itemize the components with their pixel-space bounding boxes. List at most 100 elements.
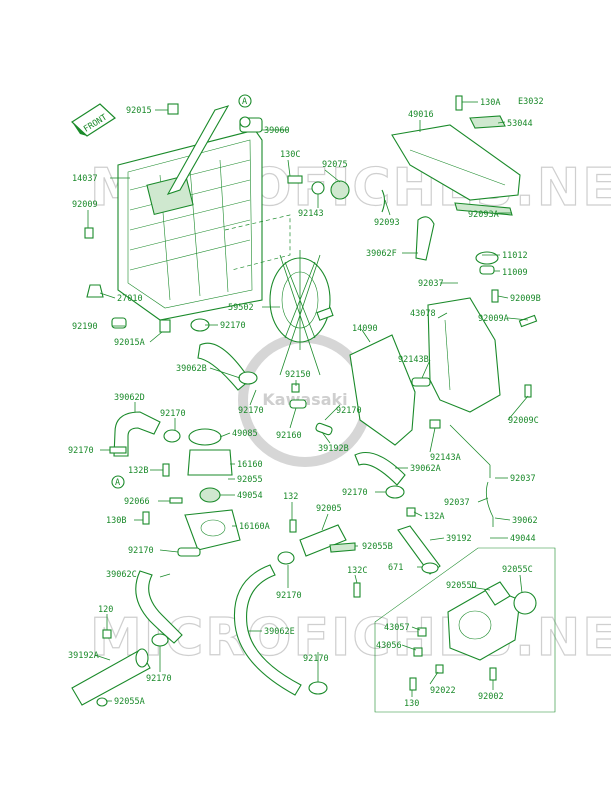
pipe-39192 bbox=[397, 525, 441, 575]
ref-a-bottom-label: A bbox=[115, 478, 120, 488]
part-132-bolt bbox=[289, 519, 297, 533]
label-92037-b: 92037 bbox=[510, 474, 536, 484]
label-39062d: 39062D bbox=[114, 393, 145, 403]
part-92143-collar bbox=[311, 181, 325, 195]
hose-39062f bbox=[415, 216, 435, 261]
thermostat-housing bbox=[184, 428, 241, 551]
label-92170-h: 92170 bbox=[276, 591, 302, 601]
label-49054: 49054 bbox=[237, 491, 263, 501]
label-43057: 43057 bbox=[384, 623, 410, 633]
part-92170-pipe bbox=[177, 547, 201, 557]
clamp-92170-g bbox=[385, 485, 405, 499]
label-92093a: 92093A bbox=[468, 210, 499, 220]
hose-39062e bbox=[233, 564, 302, 696]
clamp-92170-j bbox=[308, 681, 328, 695]
label-92170-a: 92170 bbox=[220, 321, 246, 331]
fitting-92005 bbox=[299, 524, 347, 557]
label-92037-c: 92037 bbox=[444, 498, 470, 508]
part-92022-washer bbox=[435, 664, 444, 674]
part-92093-trim bbox=[381, 189, 386, 213]
label-11012: 11012 bbox=[502, 251, 528, 261]
label-49044: 49044 bbox=[510, 534, 536, 544]
label-671: 671 bbox=[388, 563, 403, 573]
clamp-92170-c bbox=[109, 446, 127, 454]
clamp-92170-d bbox=[163, 429, 181, 443]
label-92093: 92093 bbox=[374, 218, 400, 228]
label-43056: 43056 bbox=[376, 641, 402, 651]
label-92005: 92005 bbox=[316, 504, 342, 514]
part-132c-bolt bbox=[353, 582, 361, 598]
label-39192b: 39192B bbox=[318, 444, 349, 454]
part-92009a-bolt bbox=[518, 314, 538, 328]
label-92160: 92160 bbox=[276, 431, 302, 441]
part-53044-pad bbox=[469, 115, 506, 129]
label-92170-c: 92170 bbox=[336, 406, 362, 416]
leader-lines bbox=[87, 101, 529, 702]
clamp-92170-i bbox=[151, 633, 169, 647]
label-92170-e: 92170 bbox=[68, 446, 94, 456]
label-39192: 39192 bbox=[446, 534, 472, 544]
label-92009b: 92009B bbox=[510, 294, 541, 304]
part-92190-grommet bbox=[111, 317, 127, 329]
label-92055a: 92055A bbox=[114, 697, 145, 707]
label-39192a: 39192A bbox=[68, 651, 99, 661]
label-39060: 39060 bbox=[264, 126, 290, 136]
part-92150-bolt bbox=[291, 383, 300, 393]
label-92009c: 92009C bbox=[508, 416, 539, 426]
shroud-14090 bbox=[349, 334, 416, 446]
label-14037: 14037 bbox=[72, 174, 98, 184]
ref-a-top bbox=[238, 94, 252, 108]
label-132b: 132B bbox=[128, 466, 148, 476]
label-92143a: 92143A bbox=[430, 453, 461, 463]
part-92143a-collar bbox=[429, 419, 441, 429]
label-132: 132 bbox=[283, 492, 298, 502]
part-130b-bolt bbox=[142, 511, 150, 525]
label-16160: 16160 bbox=[237, 460, 263, 470]
label-92002: 92002 bbox=[478, 692, 504, 702]
part-labels: 92015 14037 92009 27010 92190 92015A 390… bbox=[68, 98, 541, 709]
part-92015a-clip bbox=[159, 319, 171, 333]
fan-assembly bbox=[269, 250, 334, 376]
part-132a-bolt bbox=[406, 507, 416, 517]
label-92055c: 92055C bbox=[502, 565, 533, 575]
label-130c: 130C bbox=[280, 150, 300, 160]
label-39062: 39062 bbox=[512, 516, 538, 526]
part-130a-bolt bbox=[455, 95, 463, 111]
part-130c-bolt bbox=[287, 175, 303, 184]
part-27010-switch bbox=[86, 284, 104, 298]
label-11009: 11009 bbox=[502, 268, 528, 278]
part-92143b-collar bbox=[411, 377, 431, 387]
label-43078: 43078 bbox=[410, 309, 436, 319]
hose-39062b bbox=[197, 342, 251, 391]
hose-39062a bbox=[354, 451, 406, 486]
clamp-92170-h bbox=[277, 551, 295, 565]
ref-a-top-label: A bbox=[242, 97, 247, 107]
part-92160-pipe bbox=[289, 399, 307, 409]
part-92075-damper bbox=[330, 180, 350, 200]
part-92093a-strip bbox=[454, 202, 513, 216]
radiator-cover bbox=[391, 124, 521, 201]
label-92055b: 92055B bbox=[362, 542, 393, 552]
part-671-oring bbox=[421, 562, 439, 574]
part-92002-bolt bbox=[489, 667, 497, 681]
label-49016: 49016 bbox=[408, 110, 434, 120]
front-arrow-icon: FRONT bbox=[71, 103, 116, 137]
part-92015-clip bbox=[167, 103, 179, 115]
label-92143: 92143 bbox=[298, 209, 324, 219]
watermark-badge-text: Kawasaki bbox=[262, 390, 347, 409]
part-92066-plug bbox=[169, 497, 183, 504]
label-39062f: 39062F bbox=[366, 249, 397, 259]
label-92170-g: 92170 bbox=[342, 488, 368, 498]
hose-39062d bbox=[113, 411, 161, 457]
hose-39062c bbox=[135, 570, 183, 644]
label-92150: 92150 bbox=[285, 370, 311, 380]
label-16160a: 16160A bbox=[239, 522, 270, 532]
label-59502: 59502 bbox=[228, 303, 254, 313]
part-39192b-pipe bbox=[315, 422, 333, 436]
label-92170-b: 92170 bbox=[238, 406, 264, 416]
label-92170-j: 92170 bbox=[146, 674, 172, 684]
part-92055a-oring bbox=[96, 697, 108, 707]
part-43057-seal bbox=[417, 627, 427, 637]
label-92190: 92190 bbox=[72, 322, 98, 332]
